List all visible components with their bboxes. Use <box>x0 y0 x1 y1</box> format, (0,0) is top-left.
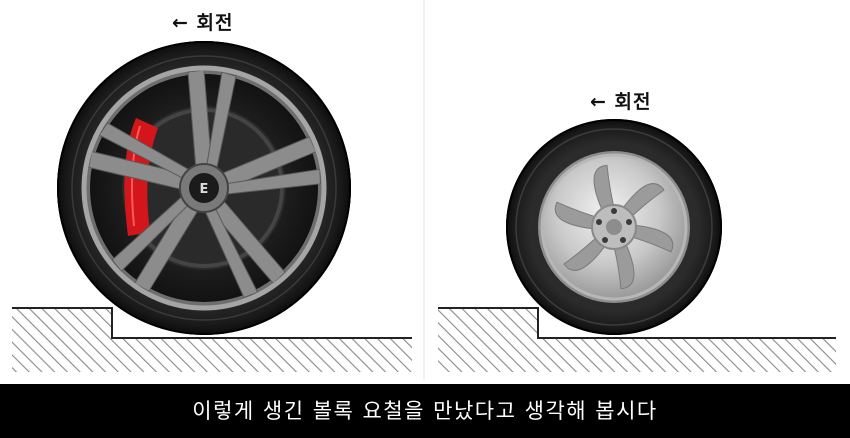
right-ground <box>438 307 836 372</box>
caption-bar: 이렇게 생긴 볼록 요철을 만났다고 생각해 봅시다 <box>0 384 850 438</box>
left-wheel: E <box>57 41 351 335</box>
right-wheel <box>506 119 722 335</box>
rotation-label-left: ← 회전 <box>172 12 234 34</box>
svg-text:E: E <box>200 182 209 197</box>
panel-divider <box>423 0 425 380</box>
rotation-label-right: ← 회전 <box>590 91 652 113</box>
caption-text: 이렇게 생긴 볼록 요철을 만났다고 생각해 봅시다 <box>192 399 658 423</box>
illustration: E <box>12 41 836 372</box>
left-ground <box>12 307 412 372</box>
